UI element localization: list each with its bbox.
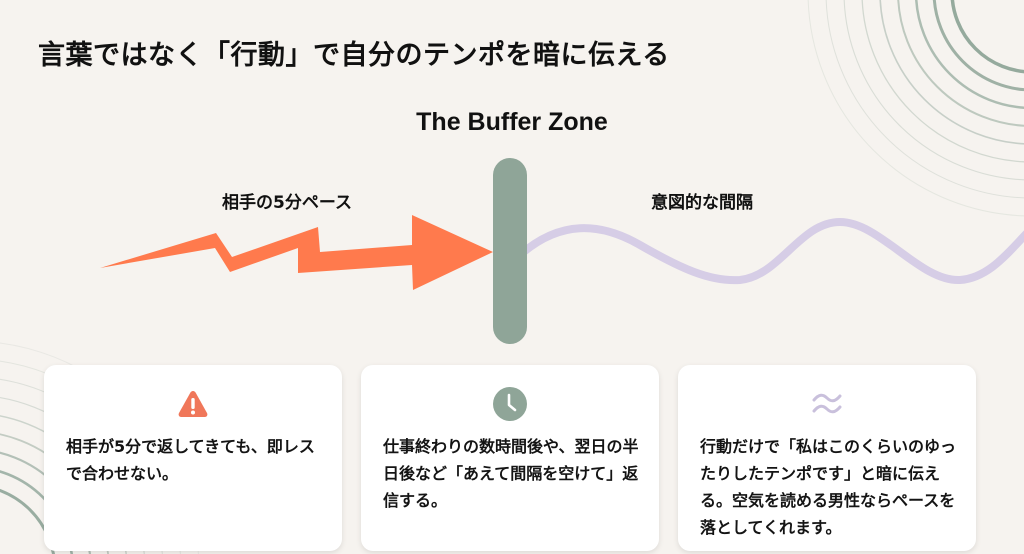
- card-text: 相手が5分で返してきても、即レスで合わせない。: [66, 437, 315, 483]
- wave-icon: [812, 393, 842, 414]
- card-text: 行動だけで「私はこのくらいのゆったりしたテンポです」と暗に伝える。空気を読める男…: [700, 437, 957, 537]
- buffer-barrier: [493, 158, 527, 344]
- partner-pace-label: 相手の5分ペース: [222, 193, 352, 213]
- info-card-convey-tempo: 行動だけで「私はこのくらいのゆったりしたテンポです」と暗に伝える。空気を読める男…: [678, 365, 976, 551]
- intentional-interval-label: 意図的な間隔: [651, 193, 753, 213]
- card-text: 仕事終わりの数時間後や、翌日の半日後など「あえて間隔を空けて」返信する。: [383, 437, 639, 510]
- warning-icon: [178, 391, 208, 417]
- info-card-delay-reply: 仕事終わりの数時間後や、翌日の半日後など「あえて間隔を空けて」返信する。: [361, 365, 659, 551]
- lightning-arrow-icon: [100, 215, 493, 290]
- info-card-no-instant-reply: 相手が5分で返してきても、即レスで合わせない。: [44, 365, 342, 551]
- clock-icon: [493, 387, 527, 421]
- wave-line-icon: [516, 217, 1024, 285]
- buffer-zone-title: The Buffer Zone: [416, 108, 608, 136]
- page-title: 言葉ではなく「行動」で自分のテンポを暗に伝える: [38, 40, 670, 71]
